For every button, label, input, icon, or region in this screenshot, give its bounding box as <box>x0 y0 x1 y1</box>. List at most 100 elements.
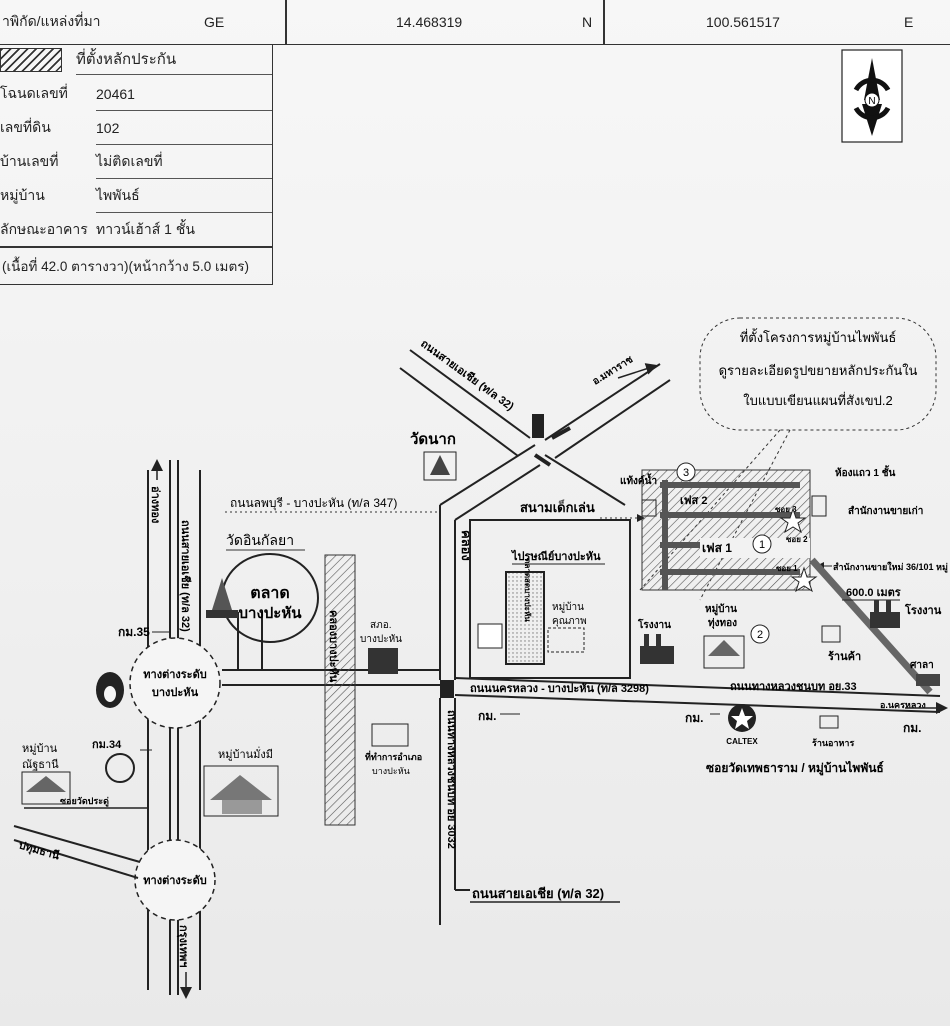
info-value: 102 <box>96 120 120 136</box>
info-label: เลขที่ดิน <box>0 119 51 135</box>
village-chanthani-label-2: ณัฐธานี <box>22 758 59 771</box>
km-marker-c: กม. <box>903 721 922 735</box>
factory-label: โรงงาน <box>637 618 671 631</box>
temple-icon <box>206 578 238 618</box>
interchange-1-label-2: บางปะหัน <box>152 686 199 699</box>
info-value: ทาวน์เฮ้าส์ 1 ชั้น <box>96 221 195 237</box>
marker-3: 3 <box>683 467 689 479</box>
police-label-2: บางปะหัน <box>360 634 402 645</box>
callout-line-2: ดูรายละเอียดรูปขยายหลักประกันใน <box>719 363 918 379</box>
area-note: (เนื้อที่ 42.0 ตารางวา)(หน้ากว้าง 5.0 เม… <box>2 259 249 274</box>
km-marker-a: กม. <box>478 709 497 723</box>
coordinate-header: าพิกัด/แหล่งที่มา GE 14.468319 N 100.561… <box>0 0 950 45</box>
info-label: บ้านเลขที่ <box>0 153 59 169</box>
seal-icon <box>105 753 135 783</box>
phase-2-label: เฟส 2 <box>680 494 707 507</box>
traffic-light-icon <box>532 414 544 438</box>
asia-highway-diagonal <box>399 349 671 521</box>
star-icon <box>779 507 807 534</box>
soi-wat-pradu-label: ซอยวัดประดู่ <box>60 796 109 807</box>
water-tower-label: แท้งค์น้ำ <box>620 473 657 487</box>
to-amphur-label: อ.มหาราช <box>591 354 635 387</box>
interchange-2-label: ทางต่างระดับ <box>143 874 206 887</box>
soi-3-label: ซอย 3 <box>775 505 797 514</box>
road-rural-label: ถนนทางหลวงชนบท อย.33 <box>730 681 857 693</box>
phase-1-label: เฟส 1 <box>702 541 732 555</box>
to-nakhonluang-label: อ.นครหลวง <box>880 700 926 710</box>
project-callout: ที่ตั้งโครงการหมู่บ้านไพพันธ์ ดูรายละเอี… <box>639 317 937 601</box>
canal-label: คลอง <box>459 530 474 561</box>
road-rural-vertical-label: ถนนทางหลวงชนบท อย 3032 <box>445 710 457 849</box>
road-asia-vertical-label: ถนนสายเอเชีย (ท/ล 32) <box>179 520 192 632</box>
road-vertical-central <box>439 505 470 925</box>
info-label: โฉนดเลขที่ <box>0 85 68 101</box>
old-sales-office-label: สำนักงานขายเก่า <box>848 505 923 517</box>
soi-2-label: ซอย 2 <box>786 535 808 544</box>
traffic-light-icon <box>440 680 454 698</box>
north-arrow-icon: N <box>841 49 903 143</box>
village-kunnaphap-label-2: คุณภาพ <box>552 616 587 627</box>
temple-icon <box>423 451 457 481</box>
house-icon <box>703 635 745 669</box>
village-thungthong-label: หมู่บ้าน <box>705 603 737 616</box>
interchange-1-label: ทางต่างระดับ <box>143 668 206 681</box>
police-label: สภอ. <box>370 620 391 631</box>
sala-icon <box>916 674 940 686</box>
shop-label: ร้านค้า <box>828 650 861 663</box>
info-row-land-no: เลขที่ดิน 102 <box>0 114 272 142</box>
km34-label: กม.34 <box>92 739 122 751</box>
market-small-block <box>505 571 545 665</box>
longitude-dir: E <box>904 14 914 30</box>
distance-label: 600.0 เมตร <box>846 587 901 599</box>
km35-label: กม.35 <box>118 625 150 639</box>
info-row-village: หมู่บ้าน ไพพันธ์ <box>0 182 272 210</box>
info-label: หมู่บ้าน <box>0 187 45 203</box>
project-area: เฟส 1 เฟส 2 ซอย 3 ซอย 2 ซอย 1 <box>641 469 811 591</box>
house-icon <box>547 627 585 653</box>
district-office-label-2: บางปะหัน <box>372 766 410 776</box>
village-mangmee-label: หมู่บ้านมั่งมี <box>218 746 273 761</box>
info-row-building: ลักษณะอาคาร ทาวน์เฮ้าส์ 1 ชั้น <box>0 216 272 244</box>
road-lopburi-label: ถนนลพบุรี - บางปะหัน (ท/ล 347) <box>230 496 397 511</box>
road-nakhonluang-label: ถนนนครหลวง - บางปะหัน (ท/ล 3298) <box>470 682 649 695</box>
gas-station-icon <box>96 672 124 708</box>
new-sales-office-label: สำนักงานขายใหม่ 36/101 หมู่ 6 <box>833 561 950 573</box>
police-station-icon <box>368 648 398 674</box>
market-label: ตลาด <box>250 585 290 602</box>
canal-b-label: คลองบางปะหัน <box>327 610 340 683</box>
restaurant-label: ร้านอาหาร <box>812 738 854 748</box>
post-office-icon <box>477 623 503 649</box>
star-icon <box>790 566 818 593</box>
market-label-2: บางปะหัน <box>239 605 303 622</box>
district-office-label: ที่ทำการอำเภอ <box>365 750 422 762</box>
callout-line-3: ใบแบบเขียนแผนที่สังเขป.2 <box>743 392 892 408</box>
soi-1-label: ซอย 1 <box>776 564 798 573</box>
interchange-bangpahan <box>129 637 221 729</box>
info-value: ไม่ติดเลขที่ <box>96 153 163 169</box>
shop-icon <box>821 625 841 643</box>
coord-label: าพิกัด/แหล่งที่มา <box>2 13 101 29</box>
district-office-icon <box>371 723 409 747</box>
row-house-label: ห้องแถว 1 ชั้น <box>835 465 896 479</box>
area-note-row: (เนื้อที่ 42.0 ตารางวา)(หน้ากว้าง 5.0 เม… <box>0 252 272 280</box>
post-office-block <box>469 519 631 679</box>
house-icon <box>203 765 279 817</box>
road-asia-top-label: ถนนสายเอเชีย (ท/ล 32) <box>418 337 516 413</box>
to-angthong-label: อ่างทอง <box>149 486 161 523</box>
factory-icon <box>870 600 900 628</box>
market-small-label: ตลาดสดบางปะหัน <box>523 558 532 622</box>
playground-label: สนามเด็กเล่น <box>520 498 595 515</box>
legend-label: ที่ตั้งหลักประกัน <box>76 51 177 68</box>
wat-nak-label: วัดนาก <box>410 431 456 448</box>
canal-strip <box>324 554 356 826</box>
latitude-value: 14.468319 <box>396 14 463 30</box>
village-kunnaphap-label: หมู่บ้าน <box>552 601 584 613</box>
restaurant-icon <box>819 715 839 729</box>
interchange-south <box>134 839 216 921</box>
info-label: ลักษณะอาคาร <box>0 221 88 237</box>
factory-icon <box>640 634 674 664</box>
house-icon <box>21 771 71 805</box>
village-thungthong-label-2: ทุ่งทอง <box>708 617 737 629</box>
